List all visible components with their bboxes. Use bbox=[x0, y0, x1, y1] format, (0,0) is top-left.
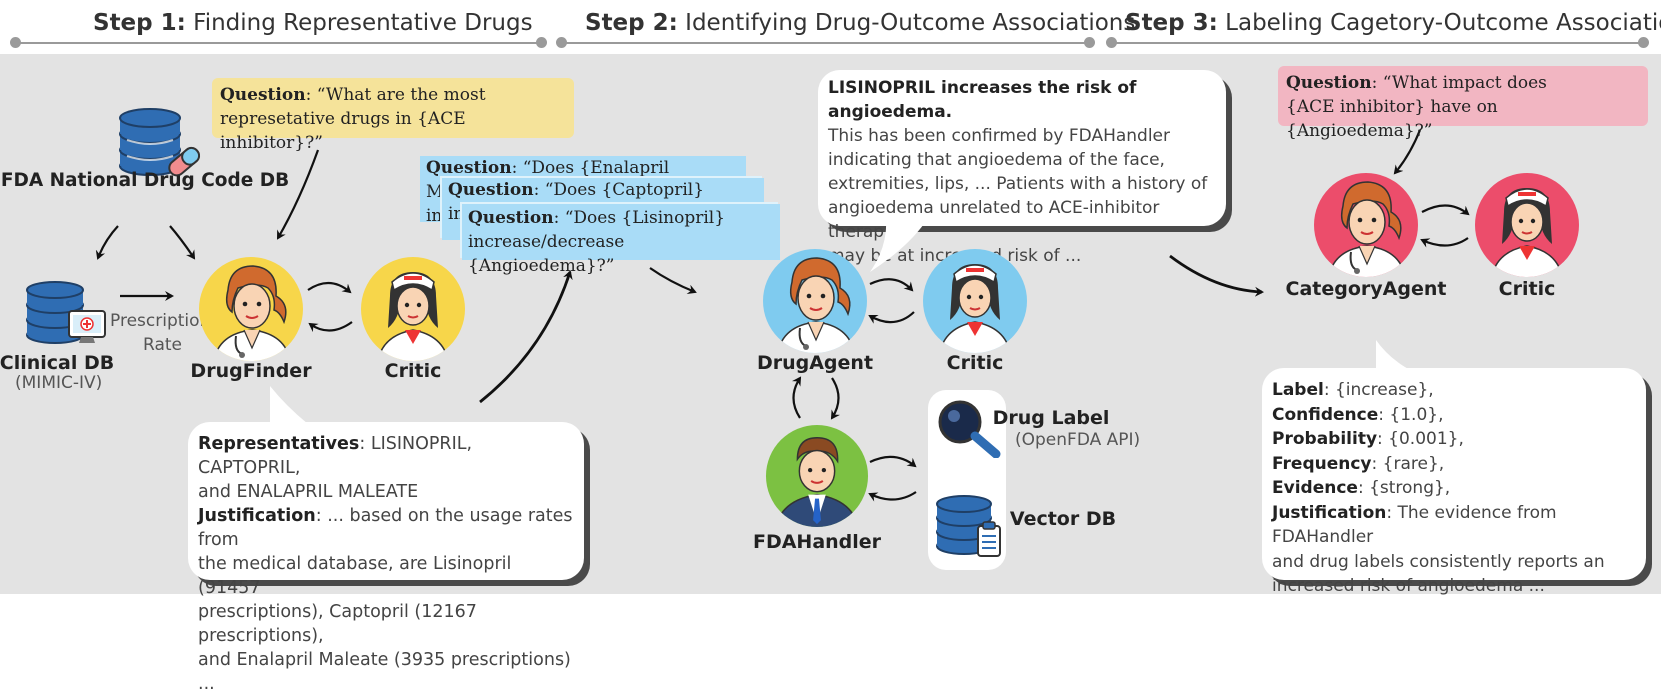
field-key: Confidence bbox=[1272, 404, 1379, 425]
field-value: : {1.0}, bbox=[1378, 404, 1444, 425]
arrow-bubble-to-questions bbox=[479, 270, 573, 404]
field-key: Label bbox=[1272, 380, 1324, 400]
arrow-drugagent-to-critic bbox=[869, 278, 914, 292]
rule-dot bbox=[1084, 37, 1095, 48]
vector-db-icon bbox=[936, 495, 1001, 557]
arrow-questions-to-drugagent bbox=[649, 267, 697, 295]
field-value: : {increase}, bbox=[1323, 380, 1434, 400]
prescription-label: Prescription bbox=[110, 311, 211, 331]
rule-dot bbox=[536, 37, 547, 48]
arrow-question-to-drugfinder bbox=[276, 149, 320, 240]
label-field-row: Label: {increase}, bbox=[1272, 378, 1636, 403]
arrow-question3-to-category bbox=[1393, 129, 1422, 175]
field-key: Evidence bbox=[1272, 478, 1358, 498]
label-field-row: Evidence: {strong}, bbox=[1272, 476, 1636, 501]
field-key: Justification bbox=[1272, 502, 1387, 523]
critic-label-step2: Critic bbox=[946, 352, 1004, 374]
categoryagent-label: CategoryAgent bbox=[1285, 278, 1447, 300]
clinical-db-sub: (MIMIC-IV) bbox=[15, 373, 103, 393]
rule-dot bbox=[556, 37, 567, 48]
step1-rule bbox=[14, 42, 544, 44]
arrow-category-to-critic bbox=[1421, 204, 1470, 216]
critic-avatar-icon bbox=[1475, 173, 1579, 277]
field-value: : {rare}, bbox=[1371, 453, 1445, 474]
arrow-step2-to-step3 bbox=[1169, 254, 1264, 297]
fda-database-icon bbox=[119, 108, 201, 177]
step1-title: Step 1: Finding Representative Drugs bbox=[93, 10, 533, 36]
field-key: Frequency bbox=[1272, 453, 1372, 474]
rule-dot bbox=[10, 37, 21, 48]
field-value: : {0.001}, bbox=[1377, 429, 1464, 449]
vector-db-label: Vector DB bbox=[1009, 508, 1117, 530]
arrow-db-to-drugfinder bbox=[169, 225, 196, 260]
arrow-drugagent-to-fda bbox=[830, 377, 841, 420]
critic-label-step3: Critic bbox=[1498, 278, 1556, 300]
arrow-critic-to-category bbox=[1420, 237, 1469, 248]
step2-rule bbox=[562, 42, 1092, 44]
critic-avatar-icon bbox=[923, 249, 1027, 353]
label-field-row: Frequency: {rare}, bbox=[1272, 452, 1636, 477]
bubble-tail-step1 bbox=[270, 386, 328, 430]
clinical-database-icon bbox=[26, 281, 106, 344]
search-icon bbox=[938, 400, 1001, 458]
label-field-row: Confidence: {1.0}, bbox=[1272, 403, 1636, 428]
drug-label-title: Drug Label bbox=[992, 407, 1110, 429]
arrow-fda-to-drugagent bbox=[791, 376, 802, 419]
question-box-lisinopril: Question: “Does {Lisinopril} increase/de… bbox=[462, 204, 780, 276]
critic-avatar-icon bbox=[361, 257, 465, 361]
clinical-db-label: Clinical DB bbox=[0, 352, 115, 374]
fdahandler-label: FDAHandler bbox=[752, 531, 882, 553]
label-fields-list: Label: {increase},Confidence: {1.0},Prob… bbox=[1272, 378, 1636, 550]
drugfinder-avatar-icon bbox=[199, 257, 303, 361]
critic-label-step1: Critic bbox=[384, 360, 442, 382]
step3-rule bbox=[1112, 42, 1644, 44]
categoryagent-response-bubble: Label: {increase},Confidence: {1.0},Prob… bbox=[1262, 368, 1646, 596]
field-key: Probability bbox=[1272, 429, 1378, 449]
fda-db-label: FDA National Drug Code DB bbox=[0, 170, 290, 191]
field-value: : {strong}, bbox=[1357, 478, 1451, 498]
drugfinder-label: DrugFinder bbox=[190, 360, 312, 382]
arrow-drugfinder-to-critic bbox=[307, 281, 352, 294]
drug-label-sub: (OpenFDA API) bbox=[1015, 430, 1141, 450]
arrow-fda-to-tools bbox=[869, 455, 917, 468]
question-box-step3: Question: “What impact does {ACE inhibit… bbox=[1278, 66, 1648, 141]
drugfinder-response-bubble: Representatives: LISINOPRIL, CAPTOPRIL, … bbox=[188, 422, 584, 694]
arrow-critic-to-drugfinder bbox=[308, 321, 353, 333]
rate-label: Rate bbox=[143, 335, 182, 355]
field-value: : The evidence from FDAHandler bbox=[1272, 502, 1557, 548]
rule-dot bbox=[1638, 37, 1649, 48]
bubble-tail-step2 bbox=[870, 218, 928, 272]
bubble-tail-step3 bbox=[1376, 340, 1432, 374]
step3-title: Step 3: Labeling Cagetory-Outcome Associ… bbox=[1125, 10, 1661, 36]
drugagent-label: DrugAgent bbox=[756, 352, 874, 374]
arrow-tools-to-fda bbox=[868, 491, 917, 502]
question-box-step1: Question: “What are the most represetati… bbox=[212, 78, 574, 153]
label-field-row: Justification: The evidence from FDAHand… bbox=[1272, 501, 1636, 550]
label-field-row: Probability: {0.001}, bbox=[1272, 427, 1636, 452]
drugagent-avatar-icon bbox=[763, 249, 867, 353]
rule-dot bbox=[1106, 37, 1117, 48]
arrow-db-to-clinical bbox=[95, 225, 119, 260]
arrow-critic-to-drugagent bbox=[868, 311, 915, 324]
drugagent-response-bubble: LISINOPRIL increases the risk of angioed… bbox=[818, 70, 1226, 266]
categoryagent-avatar-icon bbox=[1314, 173, 1418, 277]
step2-title: Step 2: Identifying Drug-Outcome Associa… bbox=[585, 10, 1136, 36]
fdahandler-avatar-icon bbox=[765, 424, 869, 528]
